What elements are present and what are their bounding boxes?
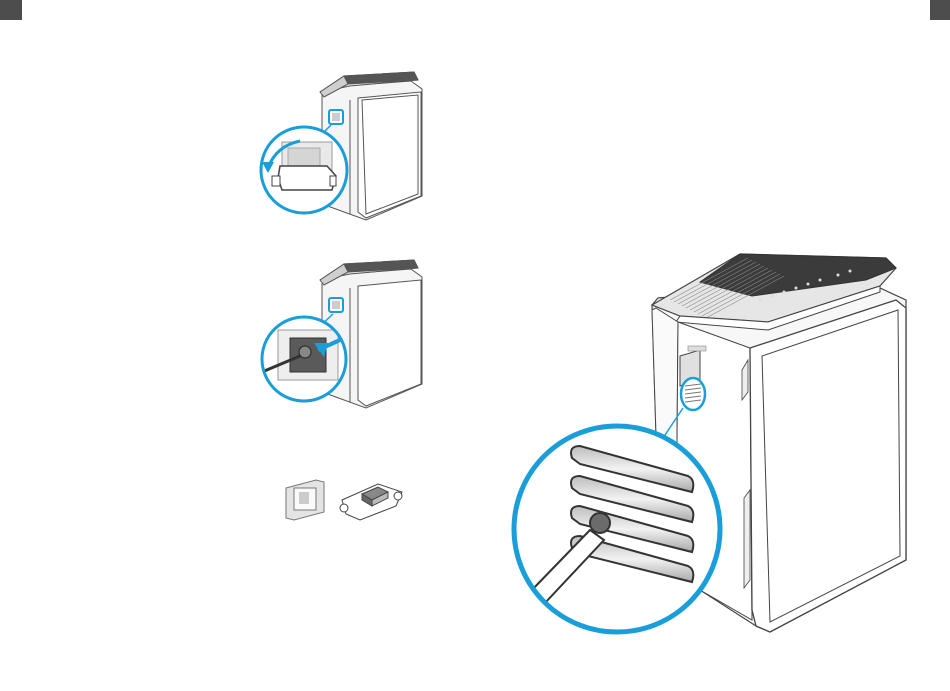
- magnifier-circle-2: [262, 314, 346, 401]
- sensor-cover-part: [286, 480, 324, 520]
- sensor-module-part: [340, 484, 402, 520]
- magnifier-circle-large: [514, 426, 720, 632]
- step-3-illustration: [286, 480, 402, 520]
- magnifier-circle-1: [261, 125, 347, 213]
- step-1-illustration: [261, 72, 422, 220]
- step-2-illustration: [262, 260, 422, 408]
